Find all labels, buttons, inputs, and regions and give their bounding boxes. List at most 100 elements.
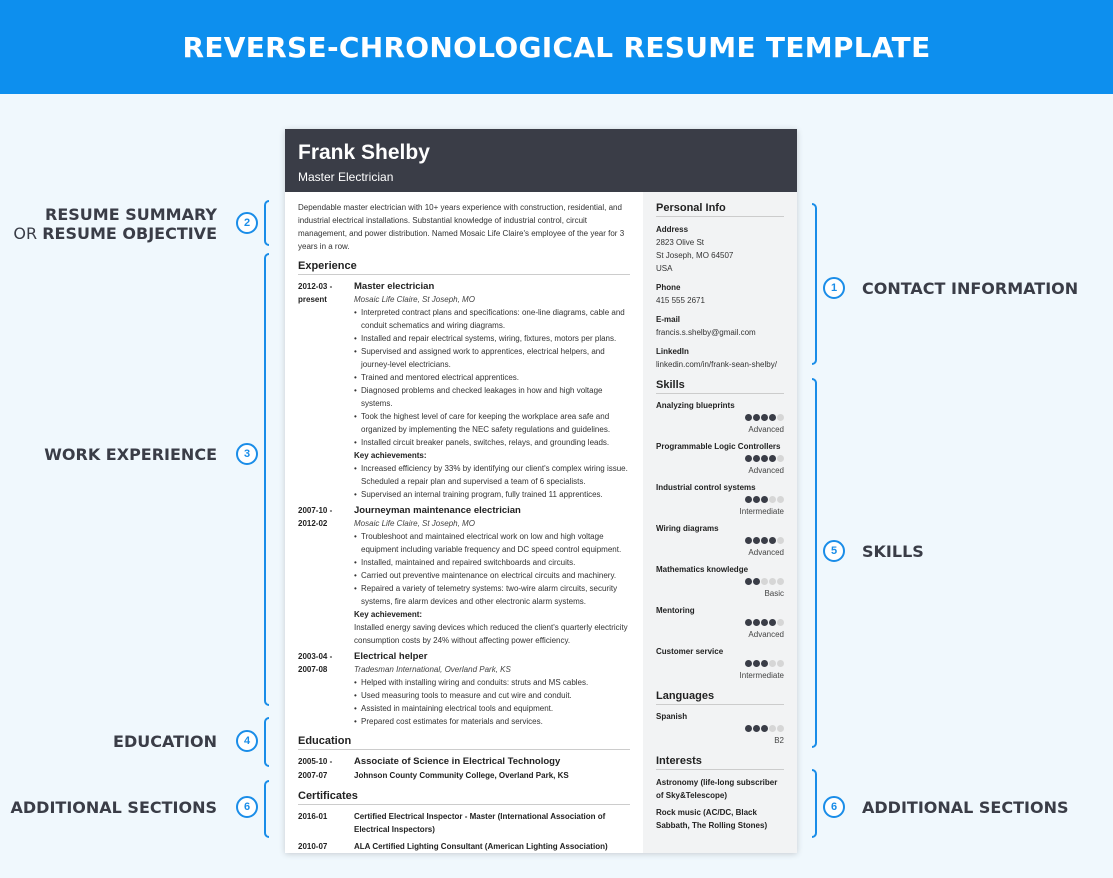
certificate-entry: 2016-01 Certified Electrical Inspector -… — [298, 810, 630, 836]
annotation-skills: SKILLS — [862, 542, 924, 561]
annotation-additional-left: ADDITIONAL SECTIONS — [10, 798, 217, 817]
annotation-number-4: 4 — [236, 730, 258, 752]
rating-dot — [769, 537, 776, 544]
rating-dot — [761, 455, 768, 462]
education-heading: Education — [298, 735, 630, 750]
education-body: Associate of Science in Electrical Techn… — [354, 755, 569, 783]
annotation-bracket — [264, 717, 269, 767]
rating-dot — [777, 619, 784, 626]
skill-level: Intermediate — [739, 671, 784, 680]
annotation-number-1: 1 — [823, 277, 845, 299]
address-label: Address — [656, 225, 689, 234]
skill-level: Advanced — [748, 466, 784, 475]
annotation-contact: CONTACT INFORMATION — [862, 279, 1079, 298]
job-bullet: Installed, maintained and repaired switc… — [354, 556, 630, 569]
job-date-start: 2007-10 - — [298, 506, 333, 515]
languages-heading: Languages — [656, 690, 784, 705]
skill-level: Intermediate — [739, 507, 784, 516]
banner: REVERSE-CHRONOLOGICAL RESUME TEMPLATE — [0, 0, 1113, 94]
job-entry: 2007-10 - 2012-02 Journeyman maintenance… — [298, 504, 630, 647]
rating-dot — [777, 660, 784, 667]
job-bullet: Carried out preventive maintenance on el… — [354, 569, 630, 582]
annotation-summary: RESUME SUMMARY OR RESUME OBJECTIVE — [13, 205, 217, 243]
job-date-start: 2003-04 - — [298, 652, 333, 661]
job-bullets: Helped with installing wiring and condui… — [354, 676, 630, 728]
skill-level: B2 — [774, 736, 784, 745]
job-bullet: Trained and mentored electrical apprenti… — [354, 371, 630, 384]
page-title: REVERSE-CHRONOLOGICAL RESUME TEMPLATE — [182, 30, 931, 64]
interest-item: Rock music (AC/DC, Black Sabbath, The Ro… — [656, 808, 768, 830]
certificate-date: 2010-07 — [298, 842, 328, 851]
annotation-bracket — [264, 253, 269, 706]
annotation-number-5: 5 — [823, 540, 845, 562]
annotation-education: EDUCATION — [113, 732, 217, 751]
key-achievements: Increased efficiency by 33% by identifyi… — [354, 462, 630, 501]
job-dates: 2003-04 - 2007-08 — [298, 650, 354, 728]
job-dates: 2012-03 - present — [298, 280, 354, 501]
personal-info-heading: Personal Info — [656, 202, 784, 217]
job-bullet: Assisted in maintaining electrical tools… — [354, 702, 630, 715]
address-line: St Joseph, MO 64507 — [656, 251, 734, 260]
job-date-end: 2007-08 — [298, 665, 328, 674]
phone-field: Phone 415 555 2671 — [656, 281, 784, 307]
achievement-bullet: Supervised an internal training program,… — [354, 488, 630, 501]
job-bullet: Interpreted contract plans and specifica… — [354, 306, 630, 332]
job-bullet: Installed circuit breaker panels, switch… — [354, 436, 630, 449]
rating-dot — [745, 660, 752, 667]
rating-dot — [761, 414, 768, 421]
address-line: USA — [656, 264, 673, 273]
job-entry: 2012-03 - present Master electrician Mos… — [298, 280, 630, 501]
job-date-end: present — [298, 295, 327, 304]
job-bullet: Took the highest level of care for keepi… — [354, 410, 630, 436]
job-bullets: Interpreted contract plans and specifica… — [354, 306, 630, 449]
experience-heading: Experience — [298, 260, 630, 275]
skill-level: Advanced — [748, 548, 784, 557]
rating-dot — [753, 537, 760, 544]
email-value: francis.s.shelby@gmail.com — [656, 328, 756, 337]
rating-dot — [769, 455, 776, 462]
annotation-number-3: 3 — [236, 443, 258, 465]
job-entry: 2003-04 - 2007-08 Electrical helper Trad… — [298, 650, 630, 728]
skill-rating — [656, 414, 784, 424]
job-title: Electrical helper — [354, 651, 428, 662]
certificates-heading: Certificates — [298, 790, 630, 805]
rating-dot — [753, 414, 760, 421]
annotation-additional-right: ADDITIONAL SECTIONS — [862, 798, 1069, 817]
annotation-work: WORK EXPERIENCE — [44, 445, 217, 464]
key-achievements-heading: Key achievements: — [354, 451, 427, 460]
resume-main-column: Dependable master electrician with 10+ y… — [285, 192, 643, 853]
rating-dot — [753, 455, 760, 462]
job-company: Tradesman International, Overland Park, … — [354, 665, 511, 674]
rating-dot — [745, 725, 752, 732]
education-date-start: 2005-10 - — [298, 757, 333, 766]
rating-dot — [777, 455, 784, 462]
job-bullet: Diagnosed problems and checked leakages … — [354, 384, 630, 410]
job-bullet: Installed and repair electrical systems,… — [354, 332, 630, 345]
job-bullet: Troubleshoot and maintained electrical w… — [354, 530, 630, 556]
rating-dot — [769, 619, 776, 626]
annotation-number-6: 6 — [236, 796, 258, 818]
resume-side-column: Personal Info Address 2823 Olive St St J… — [643, 192, 797, 853]
rating-dot — [745, 578, 752, 585]
annotation-number-2: 2 — [236, 212, 258, 234]
education-degree: Associate of Science in Electrical Techn… — [354, 756, 561, 767]
job-title: Journeyman maintenance electrician — [354, 505, 521, 516]
job-body: Master electrician Mosaic Life Claire, S… — [354, 280, 630, 501]
phone-value: 415 555 2671 — [656, 296, 705, 305]
annotation-bracket — [812, 203, 817, 365]
rating-dot — [753, 725, 760, 732]
skill-name: Customer service — [656, 647, 724, 656]
job-bullet: Helped with installing wiring and condui… — [354, 676, 630, 689]
job-body: Journeyman maintenance electrician Mosai… — [354, 504, 630, 647]
rating-dot — [769, 660, 776, 667]
education-entry: 2005-10 - 2007-07 Associate of Science i… — [298, 755, 630, 783]
job-bullets: Troubleshoot and maintained electrical w… — [354, 530, 630, 608]
address-line: 2823 Olive St — [656, 238, 705, 247]
email-label: E-mail — [656, 315, 681, 324]
skill-rating — [656, 619, 784, 629]
rating-dot — [745, 537, 752, 544]
